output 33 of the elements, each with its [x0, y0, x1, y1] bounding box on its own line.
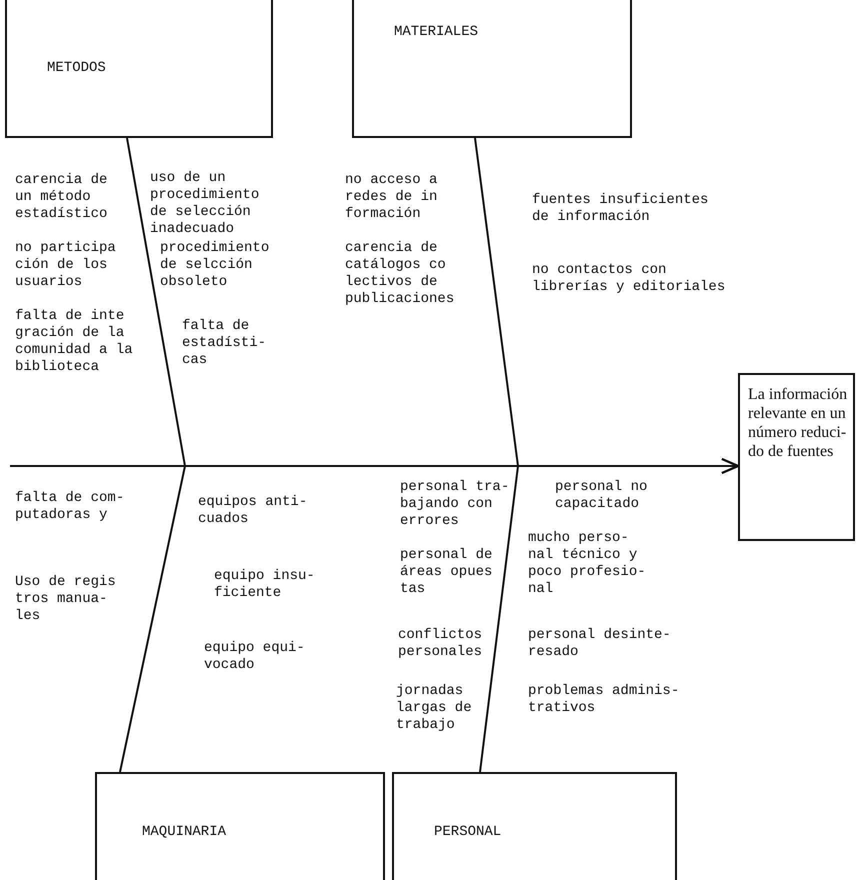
category-label: METODOS — [47, 60, 107, 77]
cause-text: carencia de catálogos co lectivos de publicaciones — [345, 240, 456, 308]
cause-text: falta de inte gración de la comunidad a la biblioteca — [15, 308, 134, 376]
cause-text: procedimiento de selcción obsoleto — [160, 240, 270, 291]
category-box — [95, 772, 385, 880]
cause-text: equipo equi- vocado — [204, 640, 306, 674]
category-box — [352, 0, 632, 138]
cause-text: equipo insu- ficiente — [214, 568, 316, 602]
cause-text: jornadas largas de trabajo — [396, 683, 473, 734]
cause-text: no contactos con librerías y editoriales — [532, 262, 726, 296]
cause-text: personal de áreas opues tas — [400, 547, 494, 598]
category-label: MAQUINARIA — [142, 824, 228, 841]
cause-text: equipos anti- cuados — [198, 494, 308, 528]
cause-text: fuentes insuficientes de información — [532, 192, 710, 226]
cause-text: personal no capacitado — [555, 479, 648, 513]
cause-text: no participa ción de los usuarios — [15, 240, 117, 291]
category-label: MATERIALES — [394, 24, 480, 41]
cause-text: mucho perso- nal técnico y poco profesio- nal — [528, 530, 647, 598]
cause-text: personal tra- bajando con errores — [400, 479, 510, 530]
category-box — [392, 772, 677, 880]
cause-text: Uso de regis tros manua- les — [15, 574, 117, 625]
cause-text: conflictos personales — [398, 627, 484, 661]
cause-text: carencia de un método estadístico — [15, 172, 108, 223]
effect-text: La información relevante en un número reduci- do de fuentes — [748, 385, 848, 461]
cause-text: no acceso a redes de in formación — [345, 172, 438, 223]
category-box — [5, 0, 273, 138]
cause-text: problemas adminis- trativos — [528, 683, 680, 717]
cause-text: falta de estadísti- cas — [182, 318, 268, 369]
effect-box — [738, 373, 855, 541]
spine-arrow — [10, 458, 739, 474]
cause-text: personal desinte- resado — [528, 627, 672, 661]
cause-text: falta de com- putadoras y — [15, 490, 126, 524]
category-label: PERSONAL — [434, 824, 502, 841]
